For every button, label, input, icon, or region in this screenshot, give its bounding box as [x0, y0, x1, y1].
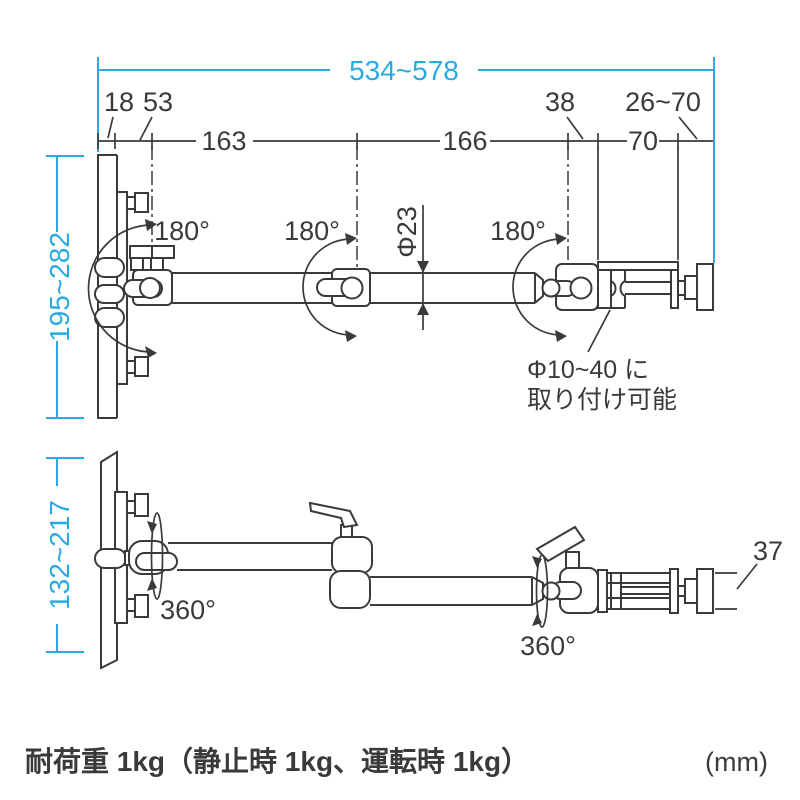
wall-bracket-top: [94, 450, 178, 670]
offset-53-label: 53: [143, 87, 173, 117]
clamp-screw-knob: [684, 578, 698, 604]
clamp-top-bar: [597, 261, 679, 271]
pole-hooks: [94, 257, 125, 328]
joint-lower-body: [329, 570, 371, 609]
swivel-mid-label: 180°: [284, 216, 340, 246]
wall-joint-front: [123, 245, 175, 306]
arrowhead: [147, 578, 157, 591]
footer: 耐荷重 1kg（静止時 1kg、運転時 1kg） (mm): [25, 745, 768, 777]
height-range-front-label: 195~282: [44, 232, 75, 342]
total-width-label: 534~578: [349, 55, 459, 86]
arrowhead: [417, 261, 429, 273]
clamp-screw-shaft: [677, 585, 686, 597]
elbow-joint-top: [308, 501, 373, 609]
rotation-end-label: 360°: [520, 631, 576, 661]
arm-tube-2-front: [370, 272, 535, 304]
swivel-arc-end: 180°: [490, 216, 567, 342]
clamp-plate: [597, 569, 608, 613]
swivel-arc-wall: 180°: [87, 216, 210, 358]
arrowhead: [555, 233, 567, 245]
arrowhead: [345, 330, 357, 342]
arrowhead: [145, 219, 157, 231]
clamp-end-knob: [696, 263, 714, 311]
lever-stem: [565, 551, 580, 570]
ball-joint-front: [534, 263, 599, 311]
arm-tube-2-top: [370, 576, 532, 606]
clamp-fixed-jaw: [597, 269, 612, 309]
joint-pivot: [139, 277, 161, 299]
front-view: 534~578 18 53: [44, 55, 715, 419]
mount-screw-top: [126, 493, 149, 517]
load-capacity-note: 耐荷重 1kg（静止時 1kg、運転時 1kg）: [25, 745, 529, 777]
clamp-range-label: 26~70: [625, 87, 701, 117]
mount-screw-bottom: [126, 594, 149, 618]
dim-height-top: 132~217: [44, 457, 84, 653]
lever-handle: [308, 501, 359, 529]
clamp-screw-knob: [684, 275, 698, 300]
joint-pivot: [569, 276, 593, 300]
clamp-width-label: 70: [628, 126, 658, 156]
dim-chain: 18 53 163 166 38 26~70 70: [97, 87, 713, 156]
span-163-label: 163: [201, 126, 246, 156]
arm-tube-1-front: [172, 272, 332, 304]
arm-diameter-label: Φ23: [392, 206, 422, 258]
clamp-screw-shaft: [677, 280, 686, 296]
ball-joint-top: [531, 525, 599, 614]
centerlines: [151, 146, 679, 268]
rotation-wall: 360°: [147, 512, 216, 625]
jaw-width-label: 37: [753, 536, 783, 566]
swivel-arc-mid: 180°: [284, 216, 357, 342]
clamp-top: [597, 568, 714, 614]
arrowhead: [532, 556, 542, 568]
rotation-wall-label: 360°: [160, 595, 216, 625]
clamp-note-line2: 取り付け可能: [527, 386, 677, 414]
clamp-note-line1: Φ10~40 に: [527, 356, 649, 384]
clamp-v-jaw: [610, 270, 617, 308]
rotation-end: 360°: [520, 554, 576, 661]
clamp-end-knob: [696, 568, 714, 614]
mount-screw-bottom: [126, 356, 149, 377]
pole-hook: [94, 548, 127, 569]
joint-upper-body: [331, 536, 373, 574]
arm-tube-1-top: [168, 542, 332, 571]
dim-leaders: [107, 116, 698, 141]
swivel-end-label: 180°: [490, 216, 546, 246]
clamp-front: [597, 261, 714, 311]
offset-38-label: 38: [545, 87, 575, 117]
unit-label: (mm): [705, 747, 768, 777]
elbow-joint-front: [316, 268, 371, 307]
arrowhead: [145, 346, 157, 358]
arrowhead: [417, 303, 429, 315]
dim-jaw-width: 37: [715, 536, 783, 610]
mount-screw-top: [126, 192, 149, 213]
arrowhead: [345, 233, 357, 245]
swivel-wall-label: 180°: [154, 216, 210, 246]
dim-height-front: 195~282: [44, 155, 84, 419]
wall-bracket-front: [94, 154, 149, 419]
span-166-label: 166: [442, 126, 487, 156]
joint-pivot: [340, 276, 364, 300]
height-range-top-label: 132~217: [44, 500, 75, 610]
arrowhead: [555, 330, 567, 342]
dim-total-width: 534~578: [97, 55, 715, 263]
top-view: 132~217 360°: [44, 450, 783, 670]
arrowhead: [532, 614, 542, 626]
offset-18-label: 18: [104, 87, 134, 117]
ball: [541, 278, 561, 298]
dim-arm-diameter: Φ23: [392, 205, 429, 330]
arm-end: [135, 552, 178, 571]
ball: [541, 581, 561, 601]
clamp-note: Φ10~40 に 取り付け可能: [527, 309, 677, 414]
arrowhead: [147, 521, 157, 534]
